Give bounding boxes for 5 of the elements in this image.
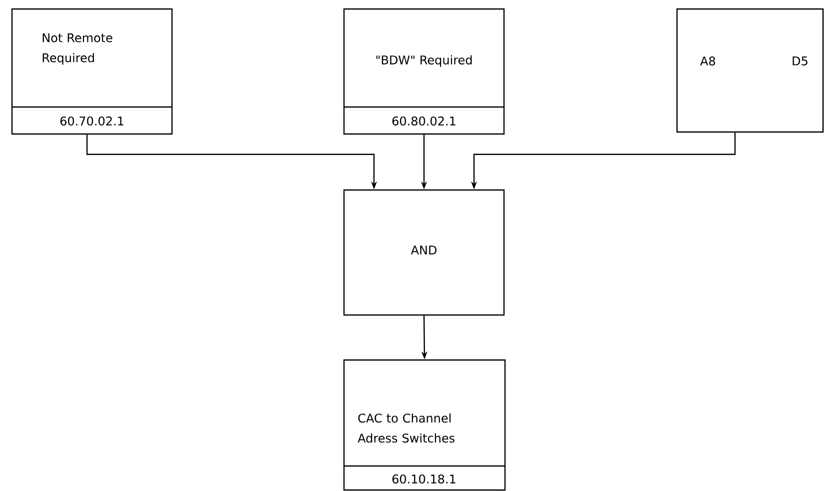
- process-box: Not Remote Required 60.70.02.1: [11, 8, 173, 135]
- process-box: AND: [343, 189, 505, 316]
- process-box: CAC to Channel Adress Switches 60.10.18.1: [343, 359, 506, 491]
- process-box: A8 D5: [676, 8, 824, 133]
- process-box: "BDW" Required 60.80.02.1: [343, 8, 505, 135]
